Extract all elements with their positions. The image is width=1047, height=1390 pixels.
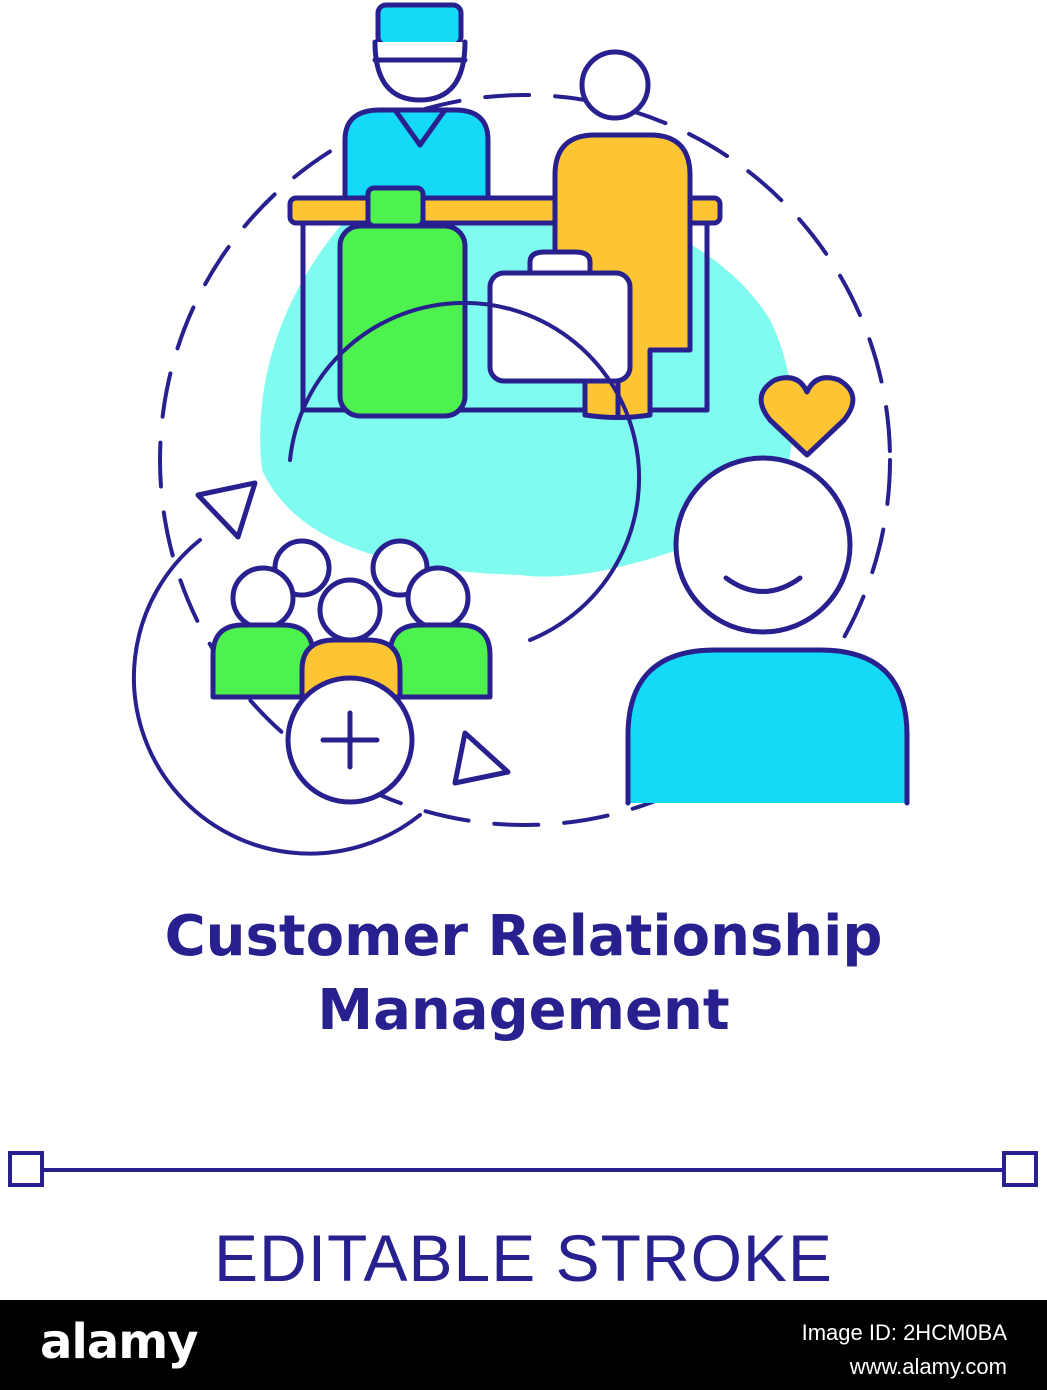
stroke-divider <box>8 1151 1038 1187</box>
image-id: Image ID: 2HCM0BA <box>801 1320 1007 1345</box>
title-line-1: Customer Relationship <box>164 904 883 969</box>
site-link[interactable]: www.alamy.com <box>849 1354 1007 1379</box>
happy-customer-icon <box>625 455 910 806</box>
divider-right-handle <box>1002 1151 1038 1187</box>
divider-left-handle <box>8 1151 44 1187</box>
stock-footer: alamy Image ID: 2HCM0BA www.alamy.com <box>0 1300 1047 1390</box>
editable-stroke-label: EDITABLE STROKE <box>214 1221 833 1295</box>
title-line-2: Management <box>317 978 730 1043</box>
outer-dashed-circle <box>158 93 892 827</box>
plus-icon <box>285 675 415 805</box>
receptionist-icon <box>342 2 491 203</box>
suitcase-icon <box>337 185 468 419</box>
crm-illustration <box>131 2 910 856</box>
cycle-arrow-icon <box>131 300 642 856</box>
image-info: Image ID: 2HCM0BA www.alamy.com <box>802 1316 1007 1384</box>
briefcase-icon <box>487 249 633 384</box>
page-title: Customer Relationship Management <box>0 900 1047 1048</box>
heart-icon <box>758 375 856 458</box>
alamy-logo[interactable]: alamy <box>40 1314 199 1370</box>
